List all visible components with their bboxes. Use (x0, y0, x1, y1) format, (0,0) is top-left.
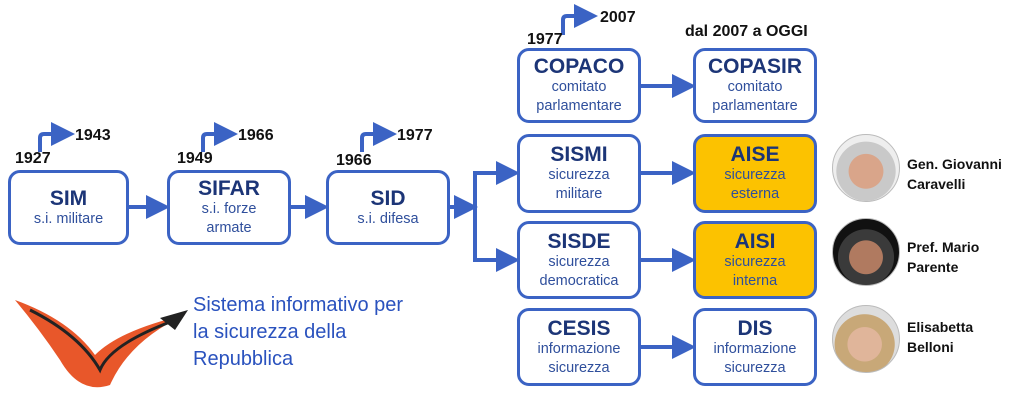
agency-name: AISE (730, 143, 780, 166)
director-name: Pref. Mario Parente (907, 239, 980, 275)
agency-name: SIFAR (198, 177, 260, 200)
director-name: Gen. Giovanni Caravelli (907, 156, 1002, 192)
agency-desc: sicurezza democratica (539, 253, 619, 289)
agency-desc: s.i. forze armate (201, 201, 257, 236)
agency-name: COPACO (533, 55, 625, 78)
today-label: dal 2007 a OGGI (685, 23, 808, 40)
agency-desc: s.i. difesa (357, 210, 419, 227)
year-start: 1977 (527, 31, 563, 48)
agency-name: DIS (737, 316, 773, 340)
agency-name: SISMI (550, 143, 608, 166)
agency-desc: s.i. militare (33, 210, 104, 227)
year-end: 1977 (397, 127, 433, 144)
agency-name: SIM (49, 186, 88, 210)
director-photo (832, 134, 900, 202)
agency-name: SID (370, 186, 406, 210)
agency-desc: informazione sicurezza (537, 340, 621, 376)
system-title: Sistema informativo per la sicurezza del… (193, 294, 404, 370)
agency-name: AISI (734, 229, 776, 253)
agency-desc: comitato parlamentare (536, 79, 622, 114)
year-end: 1966 (238, 127, 274, 144)
year-start: 1966 (336, 152, 372, 169)
agency-desc: comitato parlamentare (712, 79, 798, 114)
agency-desc: sicurezza militare (548, 167, 610, 202)
year-start: 1949 (177, 150, 213, 167)
year-end: 2007 (600, 9, 636, 26)
agency-desc: informazione sicurezza (713, 340, 797, 376)
director-photo (832, 305, 900, 373)
year-end: 1943 (75, 127, 111, 144)
agency-name: COPASIR (707, 55, 803, 78)
director-name: Elisabetta Belloni (907, 319, 974, 355)
agency-name: SISDE (547, 229, 611, 253)
bird-logo (15, 300, 188, 388)
agency-name: CESIS (547, 316, 611, 340)
year-start: 1927 (15, 150, 51, 167)
agency-desc: sicurezza esterna (724, 167, 786, 202)
director-photo (832, 218, 900, 286)
agency-desc: sicurezza interna (724, 253, 786, 289)
